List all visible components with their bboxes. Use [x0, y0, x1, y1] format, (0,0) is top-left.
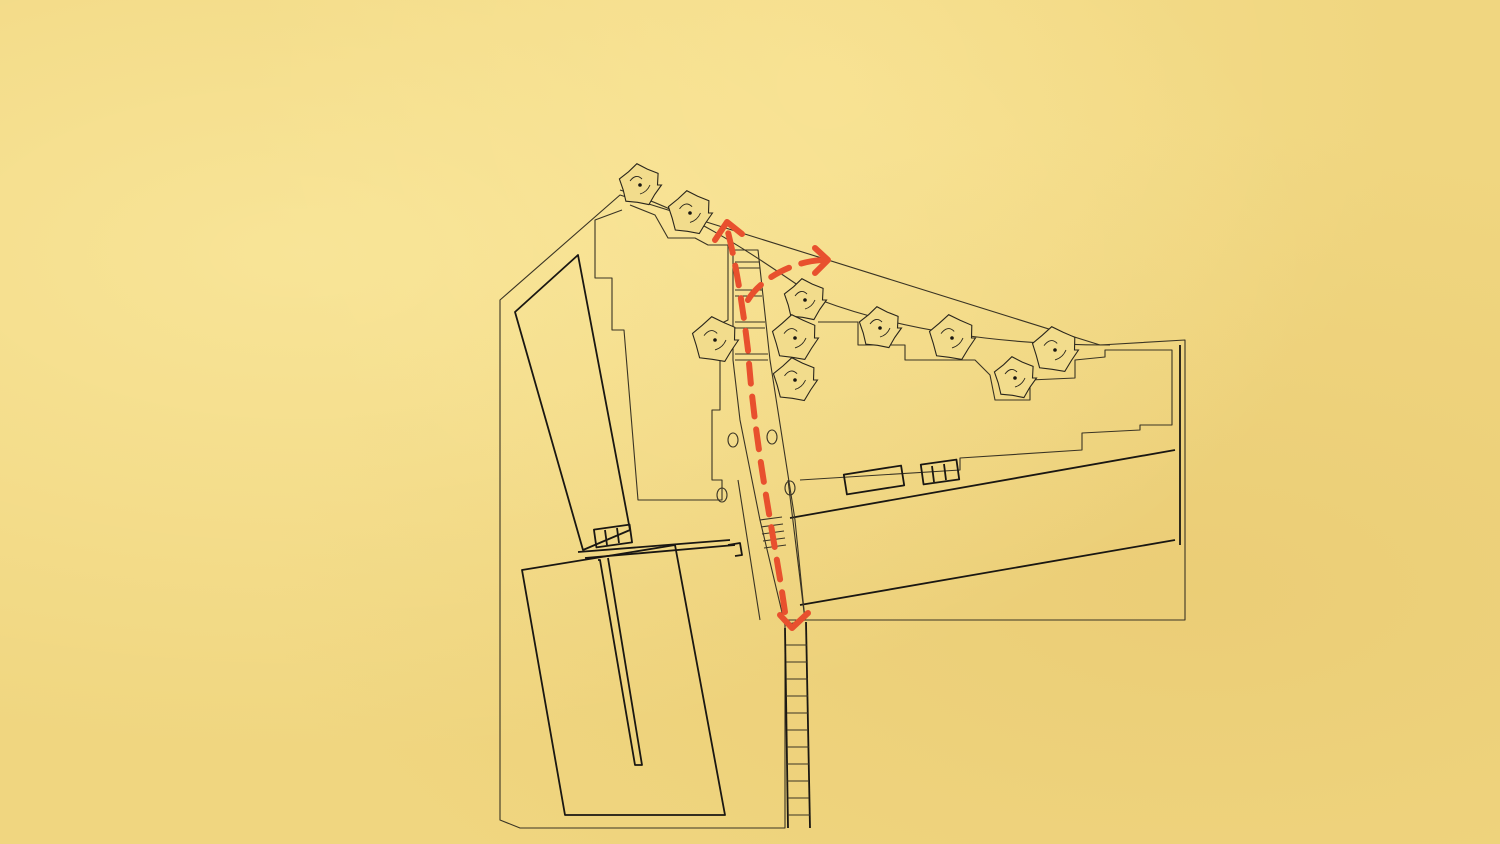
tree-icon: [783, 278, 828, 321]
tree-icon: [667, 190, 714, 235]
tree-icon: [993, 356, 1038, 399]
entrance-marker-west: [593, 523, 633, 549]
tree-icon: [618, 163, 663, 206]
cross-street-north-line: [577, 539, 731, 553]
east-route-arrowhead: [812, 245, 831, 276]
entrance-marker-east: [919, 458, 961, 486]
site-boundary: [499, 194, 1186, 829]
walkway-edge-right: [787, 479, 806, 621]
tree-icon: [858, 306, 903, 349]
tree-icon: [928, 314, 977, 361]
south-west-block: [521, 544, 726, 816]
south-west-inner-strip: [598, 557, 643, 766]
cross-street-south-line: [584, 544, 736, 559]
tree-icon: [771, 314, 820, 361]
tree-icon: [691, 316, 740, 363]
east-street-north-line: [789, 449, 1176, 519]
bollards: [716, 429, 796, 503]
south-route-arrowhead: [777, 610, 811, 631]
east-route: [745, 257, 825, 303]
east-street-south-line: [799, 539, 1176, 606]
east-building-outline: [799, 321, 1173, 481]
tree-icon: [772, 357, 819, 402]
north-route-arrowhead: [712, 219, 745, 243]
tree-icon: [1031, 326, 1080, 373]
circulation-routes: [712, 219, 831, 631]
south-ladder-path: [784, 621, 811, 829]
bench-rectangle: [842, 464, 906, 496]
walkway-step-detail: [727, 542, 743, 557]
walkway-edge-left: [737, 479, 761, 621]
north-route: [724, 225, 788, 615]
west-long-building: [514, 254, 631, 551]
north-building-outline: [594, 204, 729, 501]
trees-group: [618, 163, 1080, 402]
